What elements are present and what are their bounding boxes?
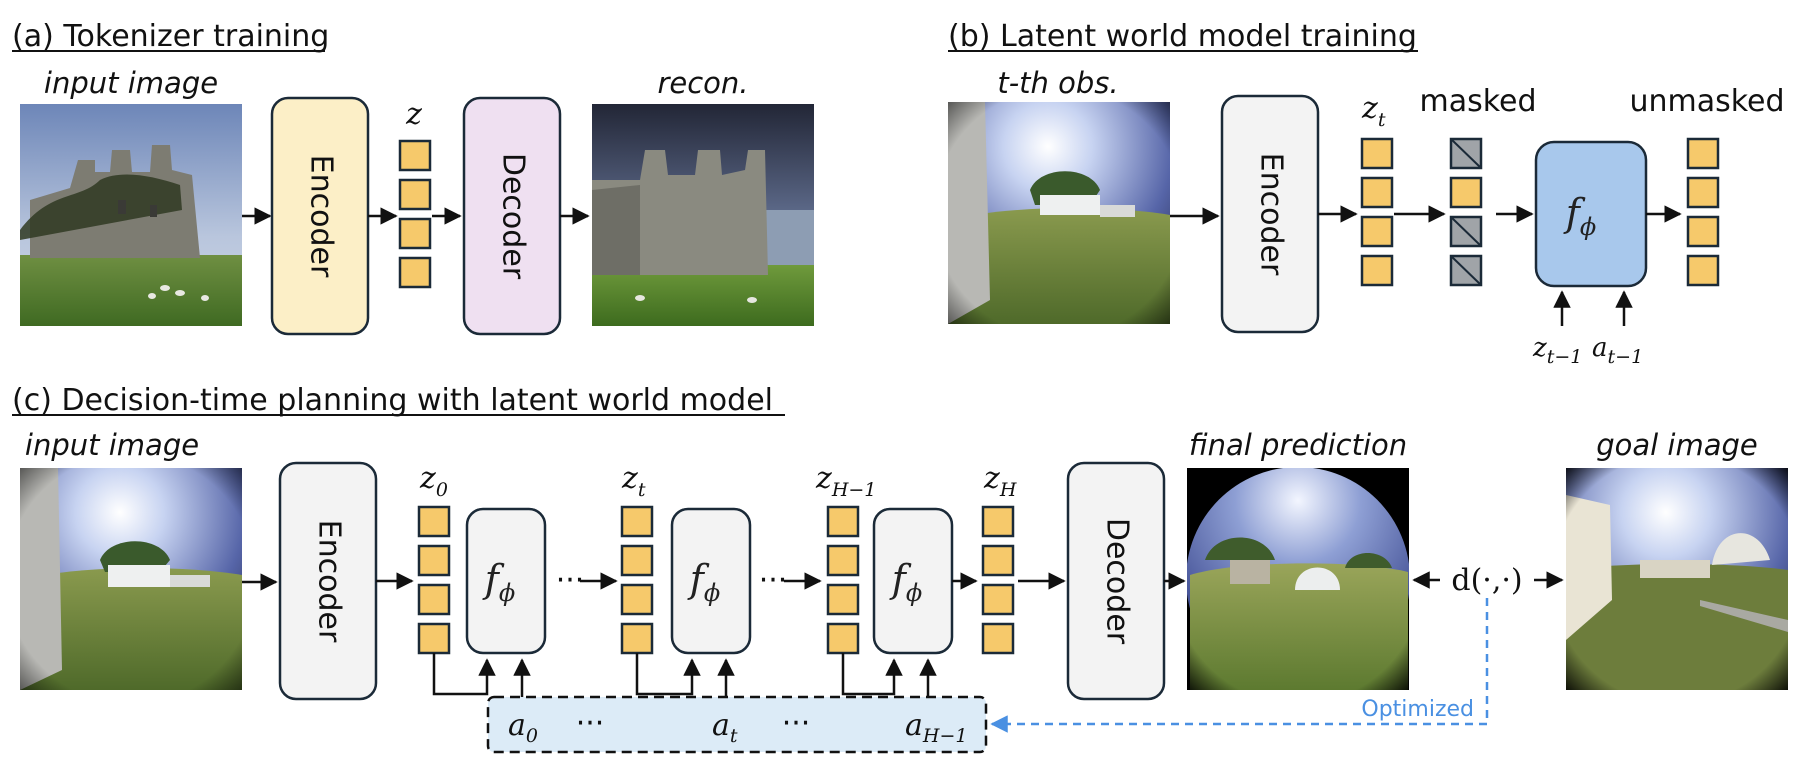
panel-a-input-caption: input image: [44, 66, 218, 100]
panel-b-masked-label: masked: [1419, 84, 1536, 119]
decoder-label-a: Decoder: [496, 153, 531, 280]
panel-b-a-prev-label: at−1: [1592, 333, 1643, 368]
goal-image-caption: goal image: [1596, 428, 1758, 462]
robot-observation-image: [948, 102, 1170, 324]
panel-c-heading: (c) Decision-time planning with latent w…: [12, 383, 773, 418]
action-sequence-band: [486, 695, 988, 754]
panel-a-z-label: z: [405, 97, 422, 132]
planning-input-image: [20, 468, 242, 690]
zh-label: zH: [983, 461, 1017, 501]
zt-label: zt: [621, 461, 646, 501]
dots-between-steps-2: ···: [759, 563, 788, 598]
action-dots-2: ···: [782, 706, 811, 741]
action-ah1-label: aH−1: [905, 708, 967, 747]
decoder-label-c: Decoder: [1100, 518, 1135, 645]
goal-image: [1566, 468, 1788, 690]
latent-stack-a: [398, 139, 432, 289]
latent-stack-zt: [620, 505, 654, 655]
latent-stack-b: [1360, 137, 1394, 287]
encoder-label-c: Encoder: [312, 520, 347, 643]
action-at-label: at: [712, 708, 738, 747]
optimized-label: Optimized: [1361, 697, 1474, 722]
panel-a-recon-caption: recon.: [657, 66, 748, 100]
z0-label: z0: [419, 461, 448, 501]
action-a0-label: a0: [508, 708, 538, 747]
latent-stack-zh1: [826, 505, 860, 655]
castle-recon-image: [592, 104, 814, 326]
unmasked-latent-stack: [1686, 137, 1720, 287]
encoder-label-a: Encoder: [304, 155, 339, 278]
distance-label: d(·,·): [1451, 563, 1522, 598]
latent-stack-z0: [417, 505, 451, 655]
dots-between-steps-1: ···: [556, 563, 585, 598]
final-prediction-caption: final prediction: [1189, 428, 1407, 462]
castle-input-image: [20, 104, 242, 326]
panel-b-z-prev-label: zt−1: [1532, 333, 1582, 368]
panel-c-input-caption: input image: [25, 428, 199, 462]
action-dots-1: ···: [576, 706, 605, 741]
panel-b-heading: (b) Latent world model training: [948, 19, 1417, 54]
step-connectors: [432, 653, 937, 697]
final-prediction-image: [1187, 468, 1409, 690]
world-model-box-c2: [670, 507, 752, 655]
panel-b-zt-label: zt: [1361, 91, 1386, 131]
latent-stack-zh: [981, 505, 1015, 655]
panel-b-obs-caption: t-th obs.: [997, 66, 1118, 100]
panel-a-heading: (a) Tokenizer training: [12, 19, 329, 54]
panel-b-unmasked-label: unmasked: [1629, 84, 1784, 119]
encoder-label-b: Encoder: [1254, 153, 1289, 276]
world-model-box-c1: [465, 507, 547, 655]
masked-latent-stack: [1449, 137, 1483, 287]
optimization-feedback-arrow: [990, 598, 1489, 733]
zh1-label: zH−1: [815, 461, 876, 501]
